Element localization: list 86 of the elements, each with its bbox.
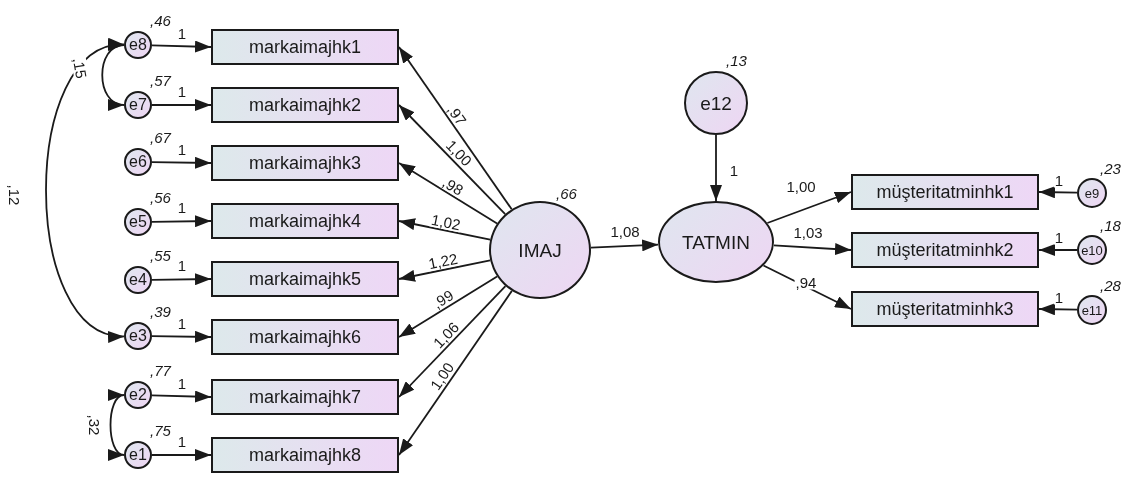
variable-name: markaimajhk7 bbox=[248, 388, 361, 406]
error-circle bbox=[124, 208, 152, 236]
variable-name: markaimajhk1 bbox=[248, 38, 361, 56]
variance-label: ,46 bbox=[150, 13, 171, 28]
path-arrow bbox=[1038, 186, 1078, 199]
edge-label: ,32 bbox=[86, 413, 102, 437]
error-circle bbox=[124, 441, 152, 469]
observed-variable-box bbox=[211, 145, 399, 181]
path-arrow bbox=[710, 134, 722, 202]
variable-name: e4 bbox=[129, 272, 147, 288]
variable-name: e10 bbox=[1081, 243, 1103, 257]
variable-name: e12 bbox=[700, 93, 732, 113]
variable-name: e9 bbox=[1084, 186, 1100, 200]
error-circle bbox=[124, 322, 152, 350]
variable-name: markaimajhk4 bbox=[248, 212, 361, 230]
observed-variable-box bbox=[211, 379, 399, 415]
latent-variable-ellipse bbox=[489, 201, 591, 299]
variable-name: e7 bbox=[129, 97, 147, 113]
path-arrow bbox=[151, 449, 212, 461]
path-arrow bbox=[398, 162, 498, 225]
path-arrow bbox=[151, 273, 212, 286]
path-arrow bbox=[151, 330, 212, 343]
observed-variable-box bbox=[211, 261, 399, 297]
variance-label: ,18 bbox=[1100, 218, 1121, 233]
path-arrow bbox=[398, 46, 513, 211]
variable-name: müşteritatminhk1 bbox=[876, 183, 1014, 201]
path-arrow bbox=[398, 285, 507, 398]
path-arrow bbox=[1038, 303, 1078, 316]
error-circle bbox=[124, 266, 152, 294]
error-circle bbox=[684, 71, 748, 135]
path-arrow bbox=[398, 104, 507, 216]
variance-label: ,67 bbox=[150, 130, 171, 145]
path-arrow bbox=[398, 290, 513, 456]
observed-variable-box bbox=[851, 174, 1039, 210]
variable-name: markaimajhk8 bbox=[248, 446, 361, 464]
path-arrow bbox=[151, 40, 212, 53]
variable-name: markaimajhk5 bbox=[248, 270, 361, 288]
variance-label: ,28 bbox=[1100, 278, 1121, 293]
observed-variable-box bbox=[211, 87, 399, 123]
observed-variable-box bbox=[851, 291, 1039, 327]
error-circle bbox=[124, 91, 152, 119]
variable-name: e5 bbox=[129, 214, 147, 230]
variance-label: ,23 bbox=[1100, 161, 1121, 176]
observed-variable-box bbox=[211, 437, 399, 473]
variance-label: ,75 bbox=[150, 423, 171, 438]
path-arrow bbox=[398, 275, 498, 338]
error-circle bbox=[1077, 178, 1107, 208]
variable-name: markaimajhk2 bbox=[248, 96, 361, 114]
path-arrow bbox=[398, 218, 492, 241]
variance-label: ,56 bbox=[150, 190, 171, 205]
observed-variable-box bbox=[851, 232, 1039, 268]
path-arrow bbox=[151, 99, 212, 111]
variable-name: müşteritatminhk3 bbox=[876, 300, 1014, 318]
variable-name: markaimajhk3 bbox=[248, 154, 361, 172]
variable-name: IMAJ bbox=[518, 240, 562, 260]
variable-name: markaimajhk6 bbox=[248, 328, 361, 346]
path-arrow bbox=[1038, 244, 1078, 256]
variance-label: ,13 bbox=[726, 53, 747, 68]
edge-label: ,12 bbox=[6, 183, 22, 207]
path-arrow bbox=[151, 156, 212, 169]
variance-label: ,77 bbox=[150, 363, 171, 378]
variance-label: ,39 bbox=[150, 304, 171, 319]
variable-name: e11 bbox=[1081, 303, 1103, 317]
variable-name: e8 bbox=[129, 37, 147, 53]
error-circle bbox=[1077, 235, 1107, 265]
variable-name: e3 bbox=[129, 328, 147, 344]
variable-name: TATMIN bbox=[682, 232, 750, 252]
error-circle bbox=[124, 31, 152, 59]
variance-label: ,57 bbox=[150, 73, 171, 88]
error-circle bbox=[1077, 295, 1107, 325]
path-arrow bbox=[772, 243, 852, 256]
observed-variable-box bbox=[211, 29, 399, 65]
path-arrow bbox=[151, 390, 212, 403]
observed-variable-box bbox=[211, 203, 399, 239]
path-arrow bbox=[398, 259, 492, 282]
variance-label: ,55 bbox=[150, 248, 171, 263]
observed-variable-box bbox=[211, 319, 399, 355]
variance-label: ,66 bbox=[556, 186, 577, 201]
path-arrow bbox=[590, 239, 659, 252]
error-circle bbox=[124, 381, 152, 409]
variable-name: müşteritatminhk2 bbox=[876, 241, 1014, 259]
variable-name: e1 bbox=[129, 447, 147, 463]
variable-name: e2 bbox=[129, 387, 147, 403]
path-arrow bbox=[151, 215, 212, 228]
variable-name: e6 bbox=[129, 154, 147, 170]
error-circle bbox=[124, 148, 152, 176]
